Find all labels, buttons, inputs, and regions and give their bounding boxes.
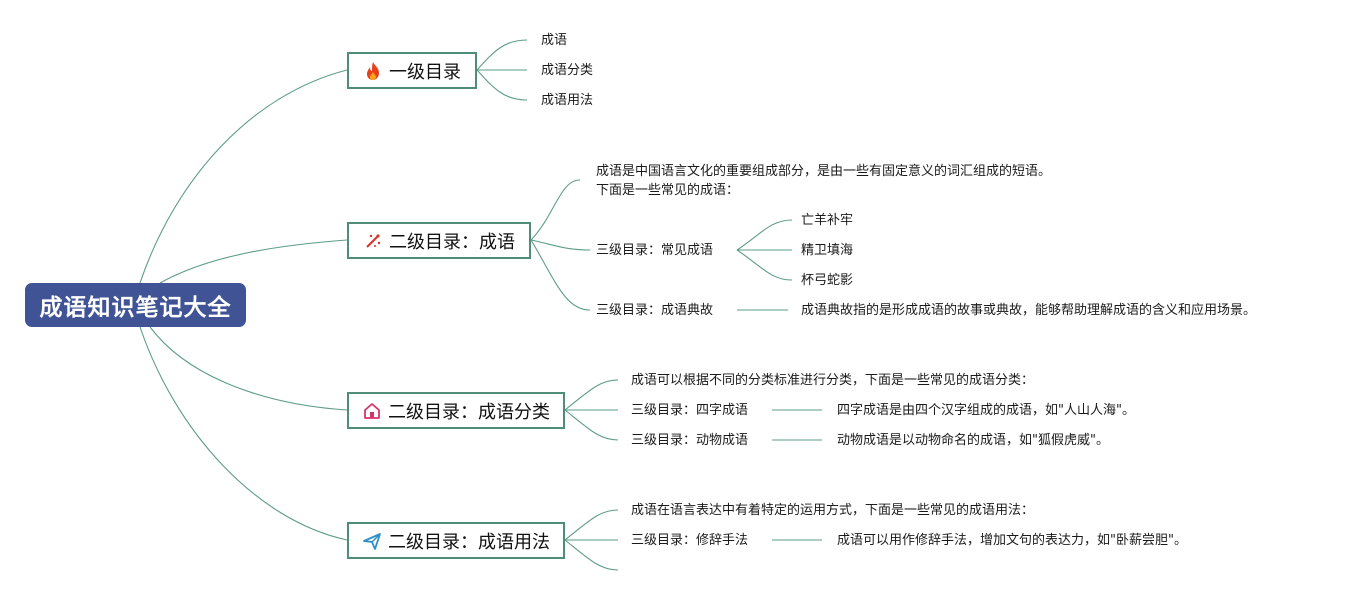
fire-icon xyxy=(363,61,383,81)
branch-topic-chengyu[interactable]: 二级目录：成语 xyxy=(347,222,531,259)
list-item[interactable]: 成语 xyxy=(541,33,568,48)
list-item[interactable]: 精卫填海 xyxy=(801,243,854,258)
intro-text[interactable]: 成语在语言表达中有着特定的运用方式，下面是一些常见的成语用法： xyxy=(631,503,1035,518)
branch-topic-classification[interactable]: 二级目录：成语分类 xyxy=(347,392,565,429)
paper-plane-icon xyxy=(362,531,382,551)
sparkle-icon xyxy=(363,231,383,251)
description-text[interactable]: 四字成语是由四个汉字组成的成语，如"人山人海"。 xyxy=(837,403,1135,418)
intro-text[interactable]: 下面是一些常见的成语： xyxy=(596,183,740,198)
branch-topic-level1[interactable]: 一级目录 xyxy=(347,52,477,89)
subtopic-common-idioms[interactable]: 三级目录：常见成语 xyxy=(596,243,714,258)
list-item[interactable]: 杯弓蛇影 xyxy=(801,273,854,288)
branch-topic-usage[interactable]: 二级目录：成语用法 xyxy=(347,522,565,559)
list-item[interactable]: 亡羊补牢 xyxy=(801,213,854,228)
description-text[interactable]: 成语典故指的是形成成语的故事或典故，能够帮助理解成语的含义和应用场景。 xyxy=(801,303,1257,318)
list-item[interactable]: 成语用法 xyxy=(541,93,594,108)
subtopic-four-character[interactable]: 三级目录：四字成语 xyxy=(631,403,749,418)
branch-label: 二级目录：成语分类 xyxy=(388,401,550,423)
root-topic[interactable]: 成语知识笔记大全 xyxy=(25,283,246,327)
subtopic-animal-idioms[interactable]: 三级目录：动物成语 xyxy=(631,433,749,448)
subtopic-rhetoric[interactable]: 三级目录：修辞手法 xyxy=(631,533,749,548)
subtopic-idiom-origins[interactable]: 三级目录：成语典故 xyxy=(596,303,714,318)
branch-label: 二级目录：成语 xyxy=(389,231,515,253)
intro-text[interactable]: 成语可以根据不同的分类标准进行分类，下面是一些常见的成语分类： xyxy=(631,373,1035,388)
description-text[interactable]: 动物成语是以动物命名的成语，如"狐假虎威"。 xyxy=(837,433,1109,448)
intro-text[interactable]: 成语是中国语言文化的重要组成部分，是由一些有固定意义的词汇组成的短语。 xyxy=(596,164,1052,179)
home-icon xyxy=(362,401,382,421)
description-text[interactable]: 成语可以用作修辞手法，增加文句的表达力，如"卧薪尝胆"。 xyxy=(837,533,1187,548)
branch-label: 一级目录 xyxy=(389,61,461,83)
list-item[interactable]: 成语分类 xyxy=(541,63,594,78)
branch-label: 二级目录：成语用法 xyxy=(388,531,550,553)
